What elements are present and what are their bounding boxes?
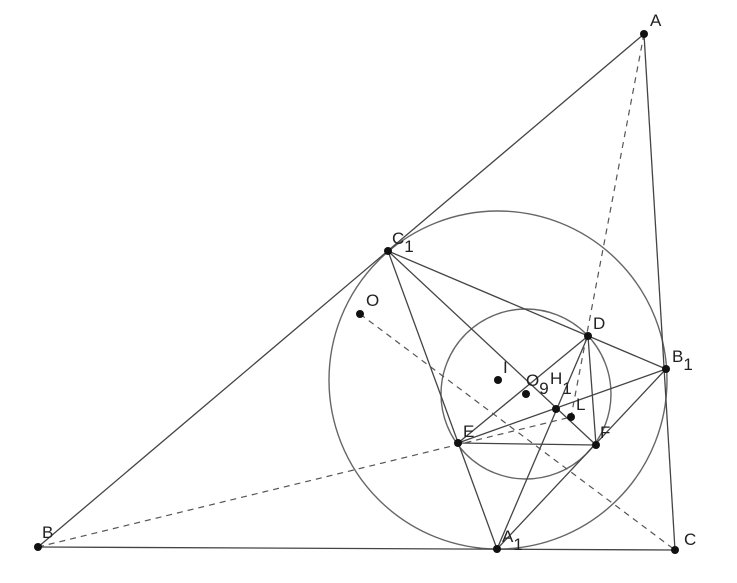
side-ac <box>643 33 676 551</box>
point-o9 <box>522 390 530 398</box>
point-b1 <box>662 365 670 373</box>
label-c1: C1 <box>392 229 414 256</box>
point-f <box>592 441 600 449</box>
side-ab <box>37 33 645 548</box>
point-b <box>34 543 42 551</box>
label-h1: H1 <box>550 369 572 398</box>
point-c1 <box>384 247 392 255</box>
segment-e-b1 <box>457 368 667 444</box>
label-e: E <box>463 422 474 441</box>
segment-a1-b1 <box>496 368 667 550</box>
label-l: L <box>576 395 585 414</box>
point-l <box>567 413 575 421</box>
label-i: I <box>503 358 508 377</box>
label-c: C <box>684 530 696 549</box>
point-e <box>454 439 462 447</box>
label-o: O <box>366 291 379 310</box>
point-o <box>356 310 364 318</box>
label-a1: A1 <box>502 527 523 554</box>
segment-c1-b1 <box>387 250 667 370</box>
label-b: B <box>42 523 53 542</box>
label-o9: O9 <box>526 371 549 398</box>
segment-c1-f <box>387 250 597 446</box>
segment-d-f <box>587 335 597 446</box>
dashed-b-l <box>37 416 572 548</box>
point-a1 <box>493 545 501 553</box>
point-i <box>494 376 502 384</box>
label-f: F <box>600 423 610 442</box>
label-b1: B1 <box>672 347 693 374</box>
label-d: D <box>593 314 605 333</box>
point-d <box>584 332 592 340</box>
segment-c1-a1 <box>387 250 498 550</box>
label-a: A <box>650 11 662 30</box>
segment-a1-d <box>496 335 589 550</box>
point-h1 <box>552 405 560 413</box>
points <box>34 30 679 554</box>
dashed-o-c <box>359 313 676 551</box>
labels: A B C C1 B1 A1 D E F I O O9 H1 L <box>42 11 696 554</box>
dashed-a-l <box>570 33 645 418</box>
point-a <box>640 30 648 38</box>
segment-e-d <box>457 335 589 444</box>
point-c <box>671 546 679 554</box>
segment-e-f <box>457 442 597 446</box>
side-bc <box>37 546 676 551</box>
